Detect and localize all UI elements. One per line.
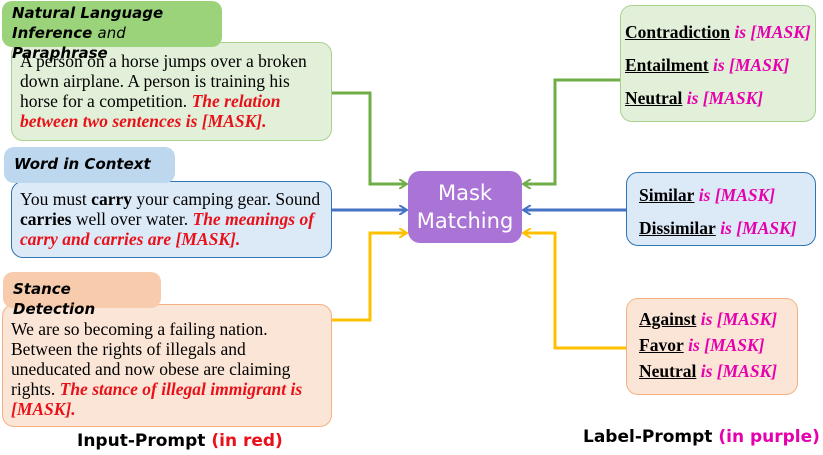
nli-title-paraphrase: Paraphrase <box>12 44 108 62</box>
nli-input-text: A person on a horse jumps over a broken … <box>20 51 307 111</box>
mask-token: is [MASK] <box>720 218 797 238</box>
label-row: Similar is [MASK] <box>639 185 815 205</box>
stance-title: Stance Detection <box>13 280 96 318</box>
label-row: Against is [MASK] <box>639 309 797 329</box>
stance-input-text: We are so becoming a failing nation. Bet… <box>11 319 291 399</box>
label-against: Against <box>639 309 697 329</box>
label-neutral: Neutral <box>639 361 697 381</box>
label-similar: Similar <box>639 185 695 205</box>
label-prompt-note: (in purple) <box>718 427 820 447</box>
mask-token: is [MASK] <box>713 55 790 75</box>
mask-token: is [MASK] <box>700 361 778 381</box>
wic-text-3: well over water. <box>75 209 189 229</box>
nli-prompt-text: The relation between two sentences is [M… <box>20 91 281 131</box>
mask-matching-node: Mask Matching <box>408 171 522 243</box>
arrow-stance-to-center <box>332 233 406 322</box>
nli-title-line2: Inference and Paraphrase <box>12 23 212 63</box>
wic-text-2: your camping gear. Sound <box>136 189 321 209</box>
wic-input-box: You must carry your camping gear. Sound … <box>11 181 332 258</box>
label-row: Dissimilar is [MASK] <box>639 218 815 238</box>
arrow-nli-labels-to-center <box>524 78 620 184</box>
stance-label-box: Against is [MASK] Favor is [MASK] Neutra… <box>626 298 798 395</box>
wic-task-tab: Word in Context <box>4 147 175 183</box>
nli-input-box: A person on a horse jumps over a broken … <box>11 42 332 141</box>
label-dissimilar: Dissimilar <box>639 218 716 238</box>
stance-prompt-text: The stance of illegal immigrant is [MASK… <box>11 379 303 419</box>
wic-label-box: Similar is [MASK] Dissimilar is [MASK] <box>626 172 816 246</box>
arrow-nli-to-center <box>332 91 406 184</box>
nli-title-line1: Natural Language <box>12 4 164 22</box>
label-row: Entailment is [MASK] <box>625 55 815 75</box>
mask-token: is [MASK] <box>688 335 765 355</box>
label-favor: Favor <box>639 335 684 355</box>
wic-word-2: carries <box>20 209 72 229</box>
label-row: Contradiction is [MASK] <box>625 22 815 42</box>
input-prompt-note: (in red) <box>211 431 283 451</box>
nli-task-tab: Natural Language Inference and Paraphras… <box>2 1 222 62</box>
label-contradiction: Contradiction <box>625 22 730 42</box>
label-neutral: Neutral <box>625 88 683 108</box>
wic-text-1: You must <box>20 189 87 209</box>
label-row: Favor is [MASK] <box>639 335 797 355</box>
mask-token: is [MASK] <box>700 309 778 329</box>
label-entailment: Entailment <box>625 55 709 75</box>
center-line2: Matching <box>416 209 514 233</box>
wic-title: Word in Context <box>14 155 151 173</box>
wic-prompt-text: The meanings of carry and carries are [M… <box>20 209 315 249</box>
nli-title-inference: Inference <box>12 24 93 42</box>
stance-task-tab: Stance Detection <box>3 272 161 318</box>
arrow-stance-labels-to-center <box>524 233 626 350</box>
mask-token: is [MASK] <box>686 88 764 108</box>
mask-token: is [MASK] <box>734 22 811 42</box>
label-prompt-label: Label-Prompt <box>583 427 713 447</box>
nli-label-box: Contradiction is [MASK] Entailment is [M… <box>620 5 816 122</box>
label-row: Neutral is [MASK] <box>639 361 797 381</box>
input-prompt-label: Input-Prompt <box>77 431 206 451</box>
label-prompt-caption: Label-Prompt (in purple) <box>583 427 820 447</box>
label-row: Neutral is [MASK] <box>625 88 815 108</box>
center-line1: Mask <box>437 181 493 205</box>
input-prompt-caption: Input-Prompt (in red) <box>77 431 283 451</box>
wic-word-1: carry <box>91 189 132 209</box>
mask-token: is [MASK] <box>698 185 776 205</box>
nli-title-and: and <box>97 24 126 42</box>
stance-input-box: We are so becoming a failing nation. Bet… <box>2 304 332 427</box>
